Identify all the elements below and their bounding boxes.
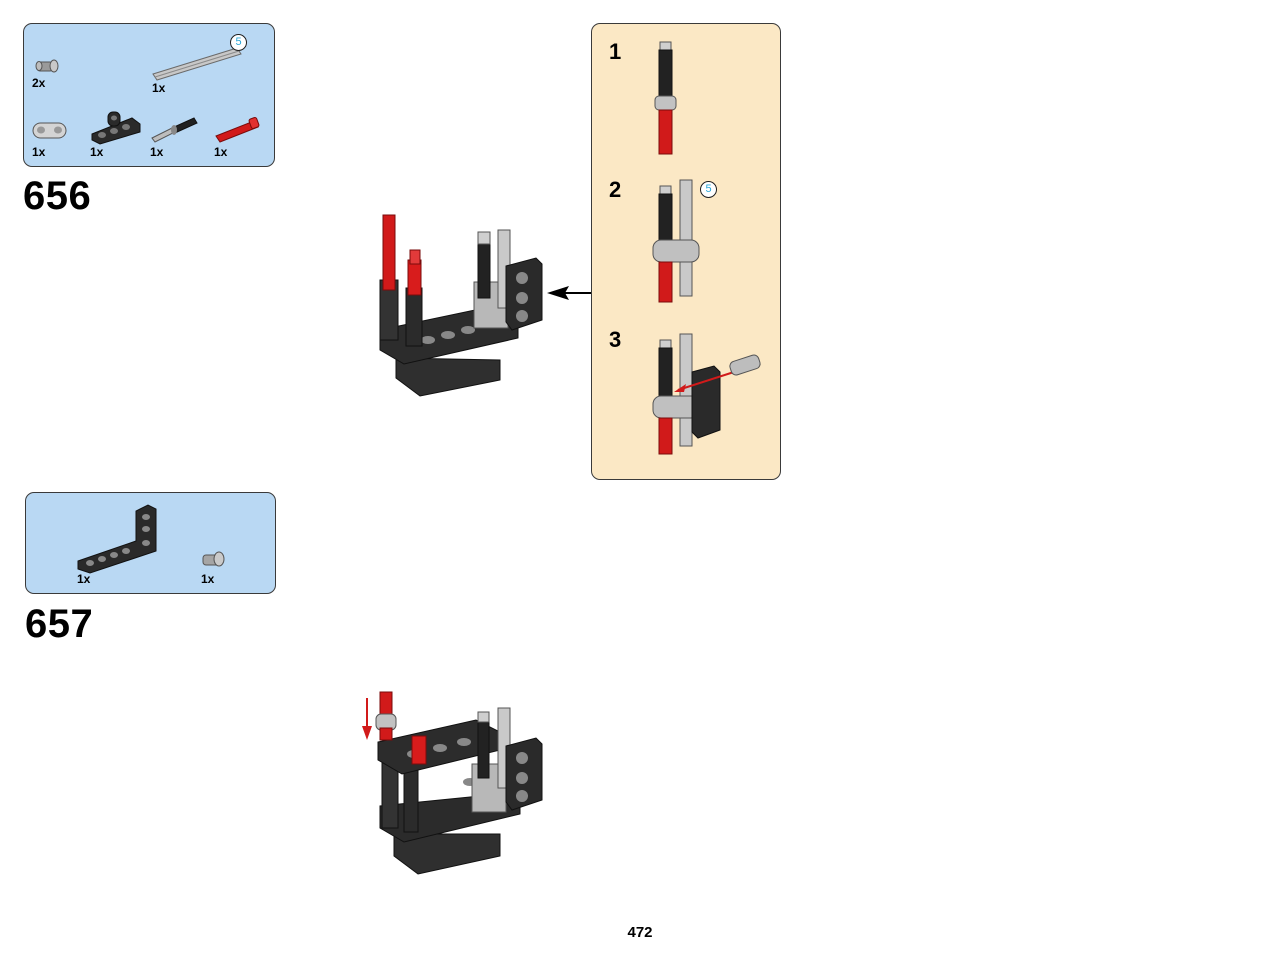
- substep-number: 3: [609, 327, 622, 352]
- part-quantity: 1x: [77, 572, 91, 586]
- liftarm-part-image: [32, 122, 67, 139]
- substep-3-illustration: [652, 333, 761, 455]
- step-657-model-illustration: [362, 691, 543, 875]
- step-656-model-illustration: [379, 214, 543, 397]
- parts-list-656: 2x 5 1x 1x 1x 1x 1x: [23, 23, 275, 167]
- substep-number: 2: [609, 177, 622, 202]
- callout-arrow: [547, 286, 591, 300]
- part-quantity: 1x: [214, 145, 228, 159]
- substep-2-illustration: [652, 179, 700, 303]
- part-quantity: 1x: [201, 572, 215, 586]
- axle-pin-part-image: [151, 117, 198, 143]
- step-number: 656: [23, 174, 92, 218]
- substep-number: 1: [609, 39, 622, 64]
- red-axle-part-image: [215, 116, 260, 143]
- parts-list-657: 1x 1x: [25, 492, 276, 594]
- part-quantity: 1x: [90, 145, 104, 159]
- part-quantity: 1x: [152, 81, 166, 95]
- part-quantity: 2x: [32, 76, 46, 90]
- step-number: 657: [25, 602, 94, 646]
- length-badge: 5: [700, 181, 717, 198]
- t-liftarm-part-image: [91, 111, 141, 145]
- bush-part-image: [202, 551, 225, 567]
- substep-1-illustration: [654, 41, 677, 155]
- l-liftarm-part-image: [77, 504, 157, 574]
- part-quantity: 1x: [32, 145, 46, 159]
- page-number: 472: [627, 924, 653, 941]
- sub-assembly-callout: 1 2 5 3: [591, 23, 781, 480]
- bush-pin-part-image: [35, 59, 59, 73]
- axle-part-image: [152, 47, 242, 81]
- length-badge: 5: [230, 34, 247, 51]
- part-quantity: 1x: [150, 145, 164, 159]
